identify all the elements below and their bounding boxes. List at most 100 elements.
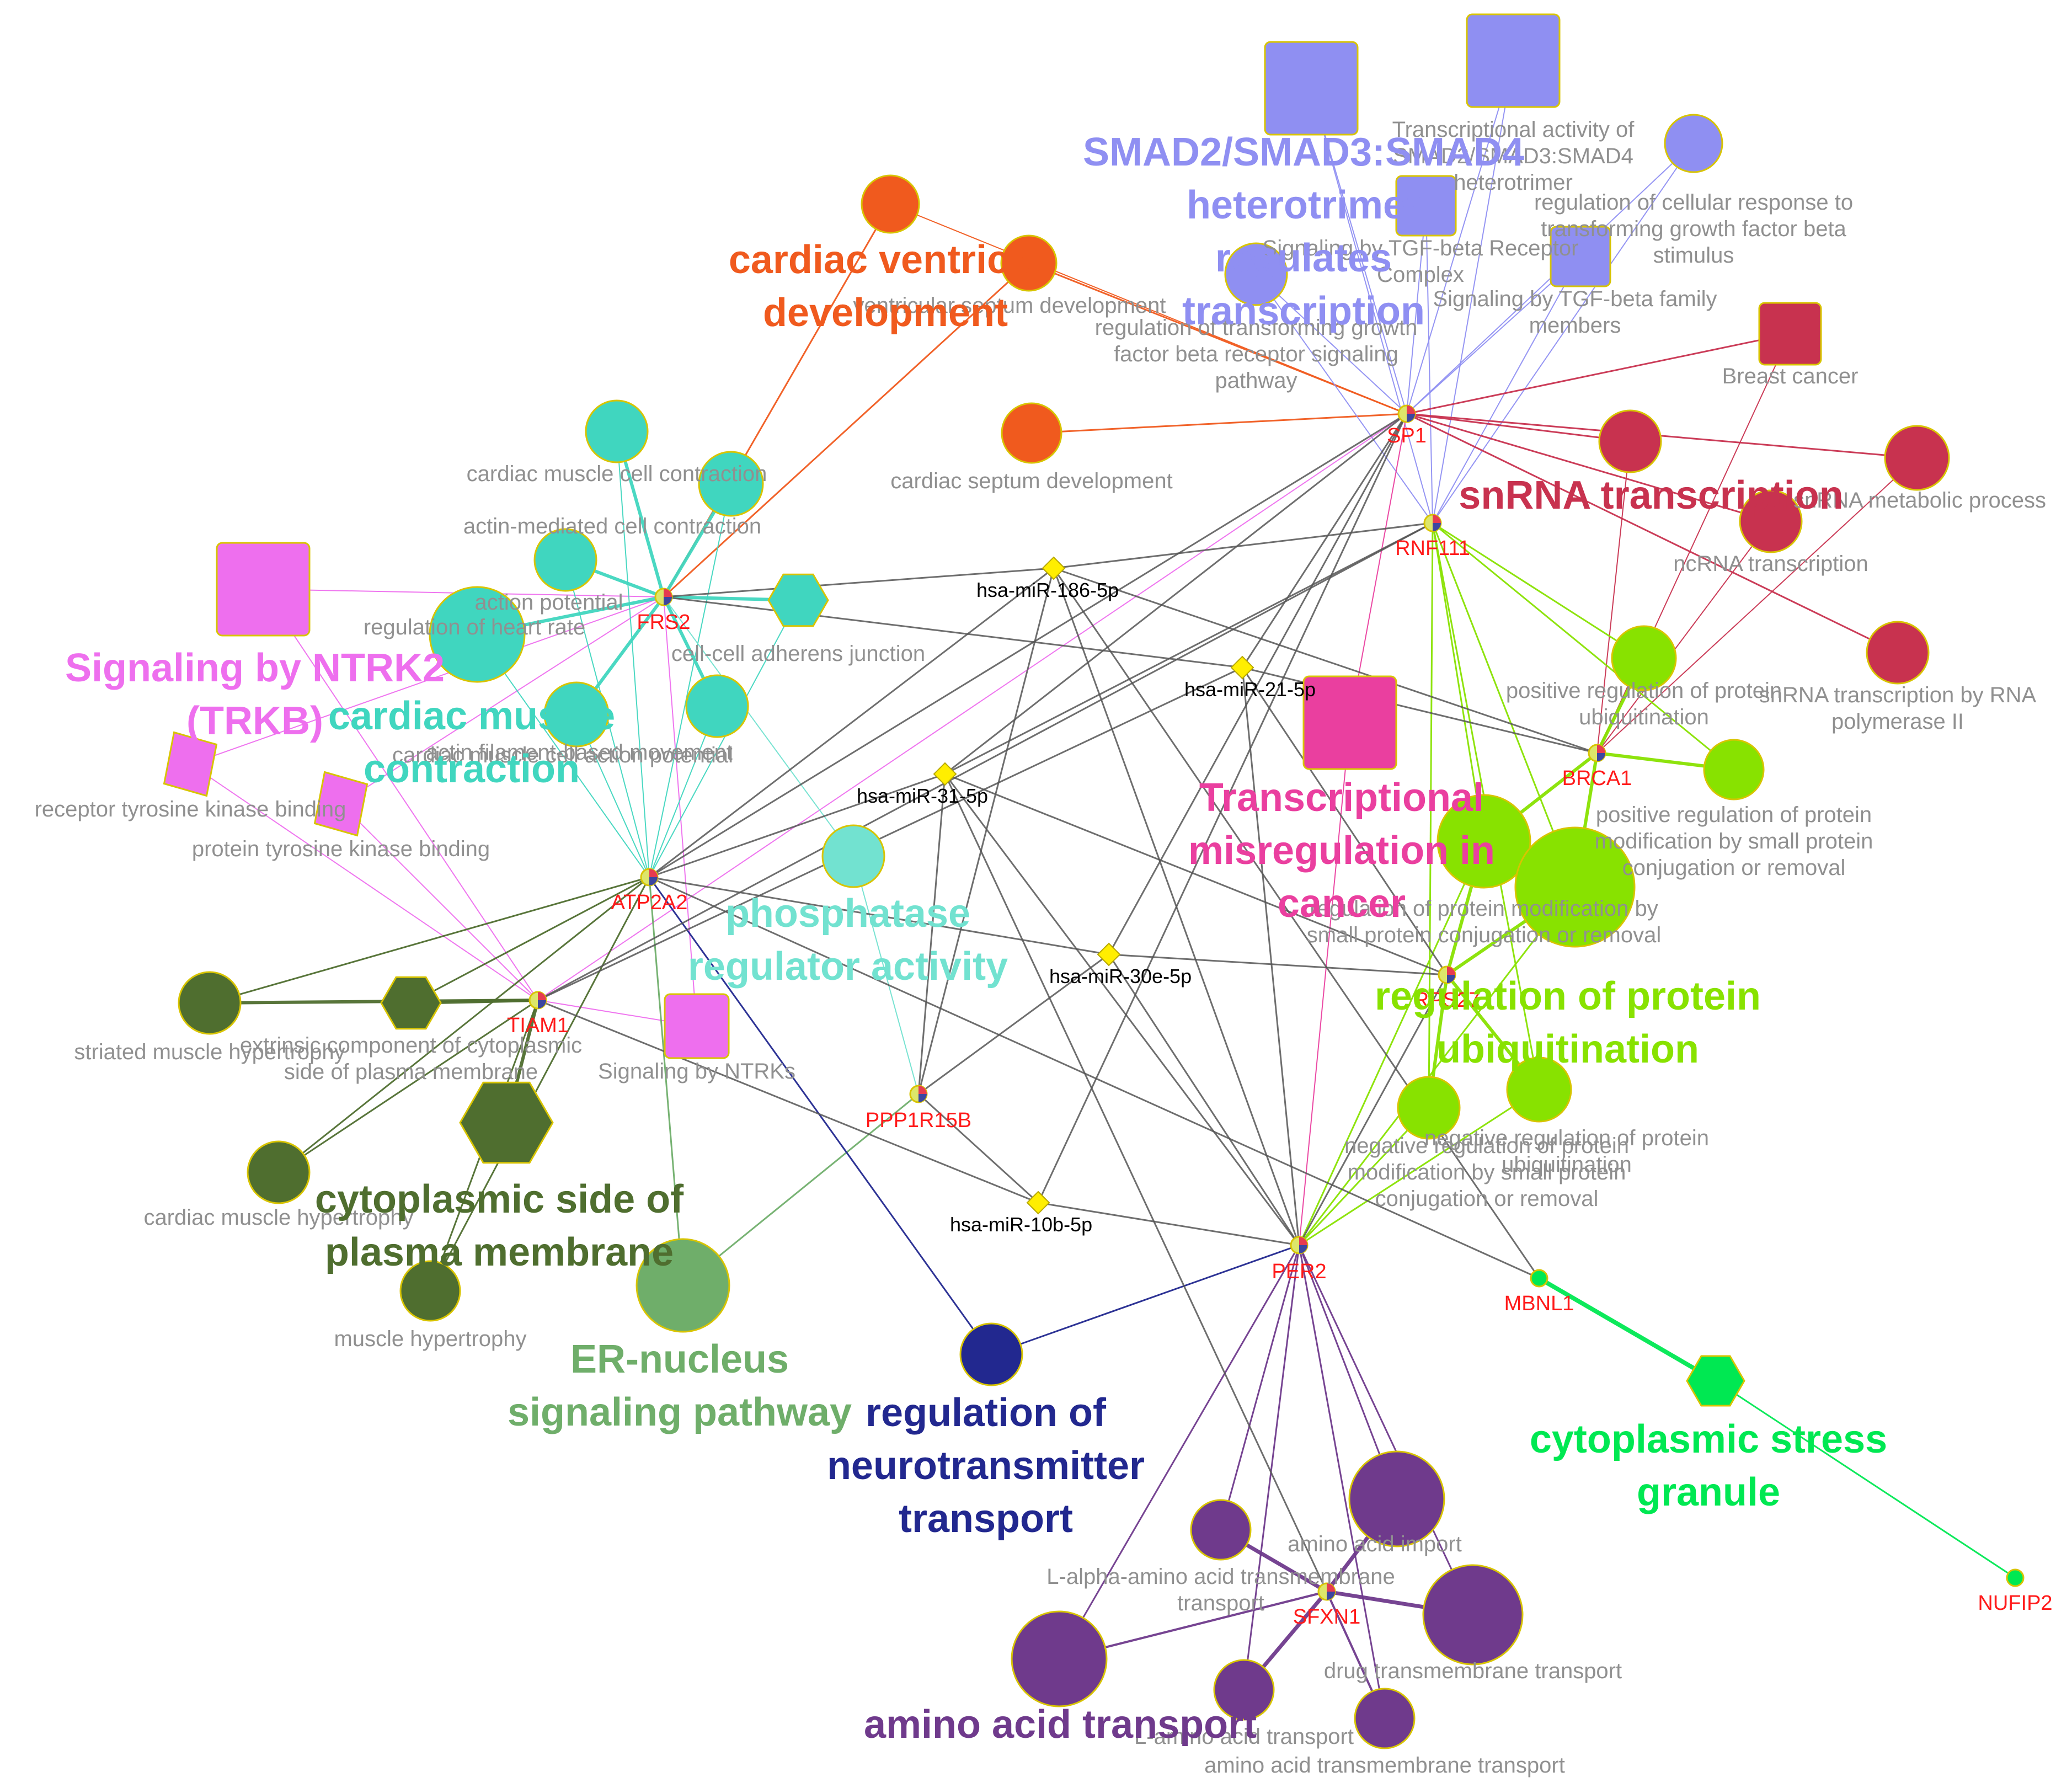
cluster-label-line: cardiac ventricle: [729, 238, 1042, 282]
edge-sp1-t-ncrna: [1406, 413, 1771, 522]
edge-sp1-tiam1: [537, 413, 1407, 1001]
term-label-ventricular-septum-development: ventricular septum development: [853, 293, 1166, 318]
term-label-cardiac-muscle-cell-contraction: cardiac muscle cell contraction: [467, 462, 767, 486]
term-node-cardiac-septum-development[interactable]: [1001, 402, 1062, 464]
mirna-node-hsa-mir-10b-5p[interactable]: [1026, 1191, 1050, 1215]
term-node-negative-regulation-of-protein[interactable]: [1506, 1056, 1572, 1123]
term-node-amino-acid-transmembrane-transport[interactable]: [1354, 1688, 1416, 1749]
term-label-line: Breast cancer: [1722, 364, 1859, 388]
term-node-ntrk2-15[interactable]: [216, 542, 311, 637]
cluster-label-line: heterotrimer: [1187, 183, 1421, 227]
term-node-positive-regulation-of-protein[interactable]: [1611, 625, 1677, 691]
term-node-striated-muscle-hypertrophy[interactable]: [178, 971, 242, 1035]
cluster-label-line: plasma membrane: [325, 1230, 674, 1274]
term-node-regulation-of-heart-rate[interactable]: [429, 586, 526, 683]
term-node-positive-regulation-of-protein[interactable]: [1703, 739, 1765, 800]
gene-label-atp2a2: ATP2A2: [611, 891, 688, 914]
term-node-neurotransmitter-41[interactable]: [959, 1322, 1023, 1386]
term-label-line: extrinsic component of cytoplasmic: [240, 1033, 582, 1058]
term-node-ventricular-septum-development[interactable]: [1000, 234, 1058, 292]
edge-per2-t-rpm: [1298, 841, 1485, 1246]
term-node-snrna-metabolic-process[interactable]: [1884, 425, 1950, 491]
term-node-action-potential[interactable]: [533, 528, 597, 592]
term-node-drug-transmembrane-transport[interactable]: [1422, 1564, 1524, 1666]
term-node-signaling-by-ntrks[interactable]: [664, 993, 730, 1059]
term-node-cardiac_ventricle-2[interactable]: [861, 174, 920, 234]
edge-atp2a2-t-smh: [209, 876, 650, 1004]
term-node-regulation-of-cellular-response-to[interactable]: [1664, 114, 1723, 173]
term-node-transcr_misreg-27[interactable]: [1302, 675, 1397, 770]
mirna-node-hsa-mir-186-5p[interactable]: [1042, 556, 1066, 580]
term-node-cardiac-muscle-hypertrophy[interactable]: [247, 1140, 311, 1204]
edge-per2-t-laatm: [1220, 1245, 1300, 1530]
term-node-signaling-by-tgf-beta-family[interactable]: [1550, 226, 1611, 287]
term-node-cytoplasmic_side-37[interactable]: [459, 1081, 554, 1164]
term-node-extrinsic-component-of-cytoplasmic[interactable]: [380, 976, 442, 1030]
term-node-l-amino-acid-transport[interactable]: [1213, 1659, 1275, 1721]
cluster-label-line: cytoplasmic stress: [1530, 1417, 1887, 1461]
term-node-receptor-tyrosine-kinase-binding[interactable]: [163, 731, 218, 797]
term-node-signaling-by-tgf-beta-receptor[interactable]: [1395, 175, 1457, 237]
term-node-er_nucleus-40[interactable]: [636, 1238, 730, 1333]
term-node-amino-acid-import[interactable]: [1348, 1450, 1445, 1547]
term-label-line: Signaling by TGF-beta Receptor: [1263, 236, 1579, 260]
term-node-amino_acid-46[interactable]: [1011, 1610, 1108, 1707]
term-node-actin-filament-based-movement[interactable]: [543, 681, 610, 748]
term-node-smad-3[interactable]: [1264, 41, 1359, 136]
term-node-stress_granule-42[interactable]: [1686, 1355, 1745, 1407]
cluster-label-snrna: snRNA transcription: [1459, 473, 1843, 517]
term-node-l-alpha-amino-acid-transmembrane[interactable]: [1190, 1499, 1252, 1561]
term-node-breast-cancer[interactable]: [1758, 302, 1822, 366]
mirna-node-hsa-mir-31-5p[interactable]: [933, 762, 957, 786]
term-label-line: action potential: [474, 590, 623, 615]
gene-node-mbnl1[interactable]: [1530, 1269, 1548, 1288]
term-node-snrna-transcription-by-rna[interactable]: [1866, 621, 1930, 685]
term-label-regulation-of-heart-rate: regulation of heart rate: [364, 615, 585, 639]
term-node-cell-cell-adherens-junction[interactable]: [767, 573, 829, 627]
edge-atp2a2-sp1: [649, 413, 1407, 878]
edge-atp2a2-t-amcc: [649, 483, 731, 878]
edge-per2-t-rpu: [1298, 887, 1576, 1246]
edge-m10b-sp1: [1037, 413, 1408, 1203]
edge-tiam1-t-cmh: [278, 999, 538, 1173]
cluster-label-line: cardiac muscle: [328, 694, 615, 738]
edge-frs2-t-vsd: [663, 262, 1030, 598]
edge-m31-sfxn1: [944, 773, 1328, 1592]
term-node-protein-tyrosine-kinase-binding[interactable]: [313, 771, 369, 837]
mirna-node-hsa-mir-21-5p[interactable]: [1230, 655, 1254, 680]
term-node-actin-mediated-cell-contraction[interactable]: [698, 451, 764, 517]
edge-sp1-t-csd: [1031, 413, 1407, 434]
term-node-ncrna-transcription[interactable]: [1739, 489, 1803, 553]
term-label-l-amino-acid-transport: L-amino acid transport: [1134, 1725, 1354, 1749]
term-label-line: drug transmembrane transport: [1324, 1659, 1622, 1683]
cluster-label-line: signaling pathway: [508, 1390, 852, 1434]
edge-m30e-per2: [1108, 954, 1300, 1246]
mirna-node-hsa-mir-30e-5p[interactable]: [1097, 942, 1121, 967]
term-label-amino-acid-transmembrane-transport: amino acid transmembrane transport: [1204, 1753, 1565, 1778]
cluster-label-line: ER-nucleus: [570, 1337, 789, 1381]
gene-label-rps27: RPS27: [1414, 989, 1480, 1012]
edge-m186-rnf111: [1053, 522, 1433, 569]
term-node-muscle-hypertrophy[interactable]: [399, 1260, 461, 1322]
mirna-label-hsa-mir-31-5p: hsa-miR-31-5p: [857, 784, 988, 807]
term-node-regulation-of-transforming-growth[interactable]: [1224, 242, 1288, 306]
term-node-transcriptional-activity-of[interactable]: [1466, 13, 1561, 108]
term-node-prot_ubiq-32[interactable]: [1514, 826, 1636, 948]
gene-label-tiam1: TIAM1: [507, 1014, 569, 1037]
term-node-cardiac-muscle-cell-action-potential[interactable]: [685, 674, 749, 738]
term-node-negative-regulation-of-protein[interactable]: [1397, 1076, 1461, 1140]
term-label-line: cardiac septum development: [890, 469, 1172, 493]
term-node-cardiac-muscle-cell-contraction[interactable]: [585, 399, 649, 463]
term-node-regulation-of-protein-modification-by[interactable]: [1436, 794, 1531, 889]
edge-atp2a2-t-nt: [648, 877, 992, 1355]
edge-ppp1r15b-t-er: [682, 1093, 919, 1287]
gene-node-wedge: [1433, 523, 1441, 531]
gene-node-nufip2[interactable]: [2006, 1568, 2025, 1587]
term-node-phosphatase-28[interactable]: [821, 824, 885, 888]
term-node-snrna-11[interactable]: [1598, 409, 1662, 473]
